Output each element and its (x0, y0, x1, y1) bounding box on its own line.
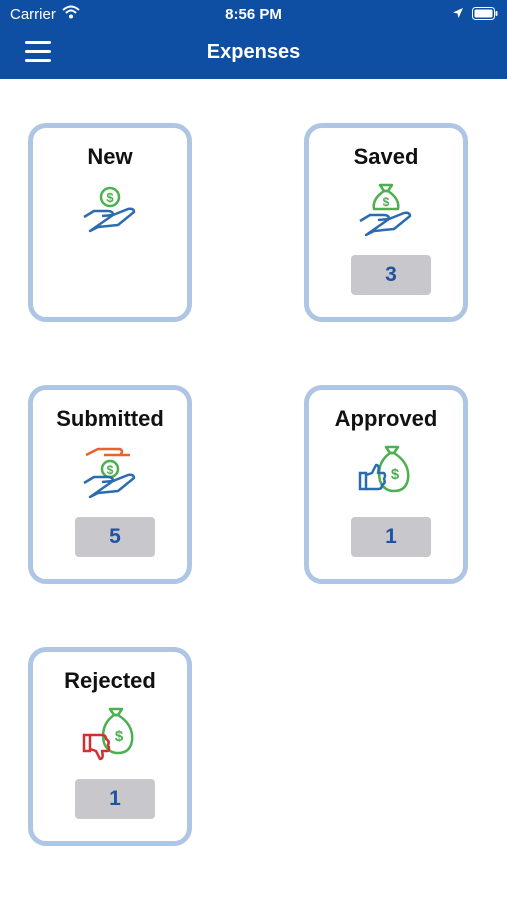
card-rejected[interactable]: Rejected $ 1 (28, 647, 192, 846)
location-arrow-icon (453, 8, 463, 18)
svg-text:$: $ (115, 728, 124, 745)
hand-coin-icon: $ (83, 186, 136, 233)
card-approved-label: Approved (334, 406, 438, 431)
status-bar: Carrier 8:56 PM (0, 0, 507, 28)
card-submitted[interactable]: Submitted $ 5 (28, 385, 192, 584)
card-saved-label: Saved (353, 144, 419, 169)
svg-text:$: $ (391, 466, 400, 483)
approved-count-badge: 1 (351, 517, 431, 557)
hamburger-menu-icon[interactable] (25, 41, 51, 63)
thumbs-down-money-bag-icon: $ (82, 707, 134, 761)
hand-money-bag-icon: $ (359, 183, 412, 237)
svg-text:$: $ (383, 195, 390, 209)
clock-time: 8:56 PM (225, 6, 282, 23)
saved-count-badge: 3 (351, 255, 431, 295)
wifi-icon (62, 5, 80, 19)
card-new[interactable]: New $ (28, 123, 192, 322)
svg-text:$: $ (106, 190, 114, 205)
card-rejected-label: Rejected (64, 668, 156, 693)
page-title: Expenses (206, 41, 301, 63)
svg-text:$: $ (107, 463, 114, 477)
battery-icon (472, 7, 498, 20)
card-approved[interactable]: Approved $ 1 (304, 385, 468, 584)
hands-exchange-coin-icon: $ (83, 447, 136, 499)
thumbs-up-money-bag-icon: $ (358, 445, 410, 493)
submitted-count-badge: 5 (75, 517, 155, 557)
carrier-label: Carrier (10, 6, 56, 23)
card-saved[interactable]: Saved $ 3 (304, 123, 468, 322)
rejected-count-badge: 1 (75, 779, 155, 819)
card-new-label: New (87, 144, 133, 169)
card-submitted-label: Submitted (56, 406, 164, 431)
app-header: Carrier 8:56 PM Expenses (0, 0, 507, 79)
